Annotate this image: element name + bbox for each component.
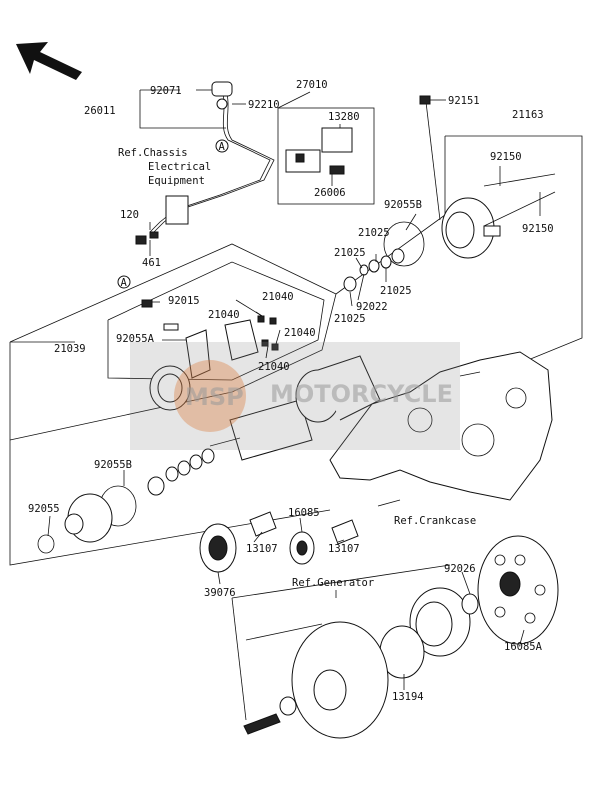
part-label-92055B-top: 92055B xyxy=(384,199,422,211)
part-label-92026: 92026 xyxy=(444,563,476,575)
part-labels: 92071 92210 26011 27010 13280 26006 9215… xyxy=(28,79,554,703)
ref-chassis-line3: Equipment xyxy=(148,175,205,187)
part-label-39076: 39076 xyxy=(204,587,236,599)
part-label-27010: 27010 xyxy=(296,79,328,91)
part-label-16085A: 16085A xyxy=(504,641,543,653)
part-label-92071: 92071 xyxy=(150,85,182,97)
starter-end-cover xyxy=(383,95,556,267)
marker-a-top-label: A xyxy=(219,141,226,153)
part-label-13194: 13194 xyxy=(392,691,424,703)
part-label-21040-d: 21040 xyxy=(258,361,290,373)
part-label-21163: 21163 xyxy=(512,109,544,121)
ref-chassis-line1: Ref.Chassis xyxy=(118,147,188,159)
part-label-120: 120 xyxy=(120,209,139,221)
part-label-13107-b: 13107 xyxy=(328,543,360,555)
watermark: MSP MOTORCYCLE xyxy=(130,342,460,450)
starter-relay xyxy=(285,127,353,175)
part-label-92055A: 92055A xyxy=(116,333,155,345)
part-label-92015: 92015 xyxy=(168,295,200,307)
starter-armature xyxy=(149,355,381,461)
watermark-logo-text: MSP xyxy=(185,383,244,411)
part-label-21040-a: 21040 xyxy=(262,291,294,303)
part-label-21025-b: 21025 xyxy=(334,247,366,259)
marker-a-left-label: A xyxy=(121,277,128,289)
part-label-21025-a: 21025 xyxy=(358,227,390,239)
part-label-21025-d: 21025 xyxy=(334,313,366,325)
marker-a-top: A xyxy=(215,139,229,153)
front-direction-arrow xyxy=(16,42,82,80)
part-label-92210: 92210 xyxy=(248,99,280,111)
marker-a-left: A xyxy=(117,275,131,289)
part-label-21040-c: 21040 xyxy=(284,327,316,339)
washers-left xyxy=(37,448,215,554)
ref-generator: Ref.Generator xyxy=(292,577,374,589)
part-label-13280: 13280 xyxy=(328,111,360,123)
part-label-92150-lower: 92150 xyxy=(522,223,554,235)
wiring-harness xyxy=(135,81,275,245)
reference-labels: Ref.Chassis Electrical Equipment Ref.Cra… xyxy=(118,147,476,589)
part-label-92150-upper: 92150 xyxy=(490,151,522,163)
part-label-92055: 92055 xyxy=(28,503,60,515)
part-label-26006: 26006 xyxy=(314,187,346,199)
ref-crankcase: Ref.Crankcase xyxy=(394,515,476,527)
part-label-13107-a: 13107 xyxy=(246,543,278,555)
part-label-92055B-left: 92055B xyxy=(94,459,132,471)
part-label-461: 461 xyxy=(142,257,161,269)
starter-clutch-assembly xyxy=(379,535,559,679)
part-label-21025-c: 21025 xyxy=(380,285,412,297)
watermark-text: MOTORCYCLE xyxy=(270,380,453,408)
part-label-21039: 21039 xyxy=(54,343,86,355)
ref-chassis-line2: Electrical xyxy=(148,161,211,173)
part-label-16085: 16085 xyxy=(288,507,320,519)
part-label-92022: 92022 xyxy=(356,301,388,313)
part-label-92151: 92151 xyxy=(448,95,480,107)
crankcase xyxy=(329,351,553,501)
part-label-26011: 26011 xyxy=(84,105,116,117)
washers-top xyxy=(343,248,405,292)
starter-idler-gear xyxy=(199,511,359,573)
part-label-21040-b: 21040 xyxy=(208,309,240,321)
leader-lines xyxy=(47,89,541,690)
brush-holder xyxy=(141,299,279,379)
generator-rotor xyxy=(243,621,389,739)
